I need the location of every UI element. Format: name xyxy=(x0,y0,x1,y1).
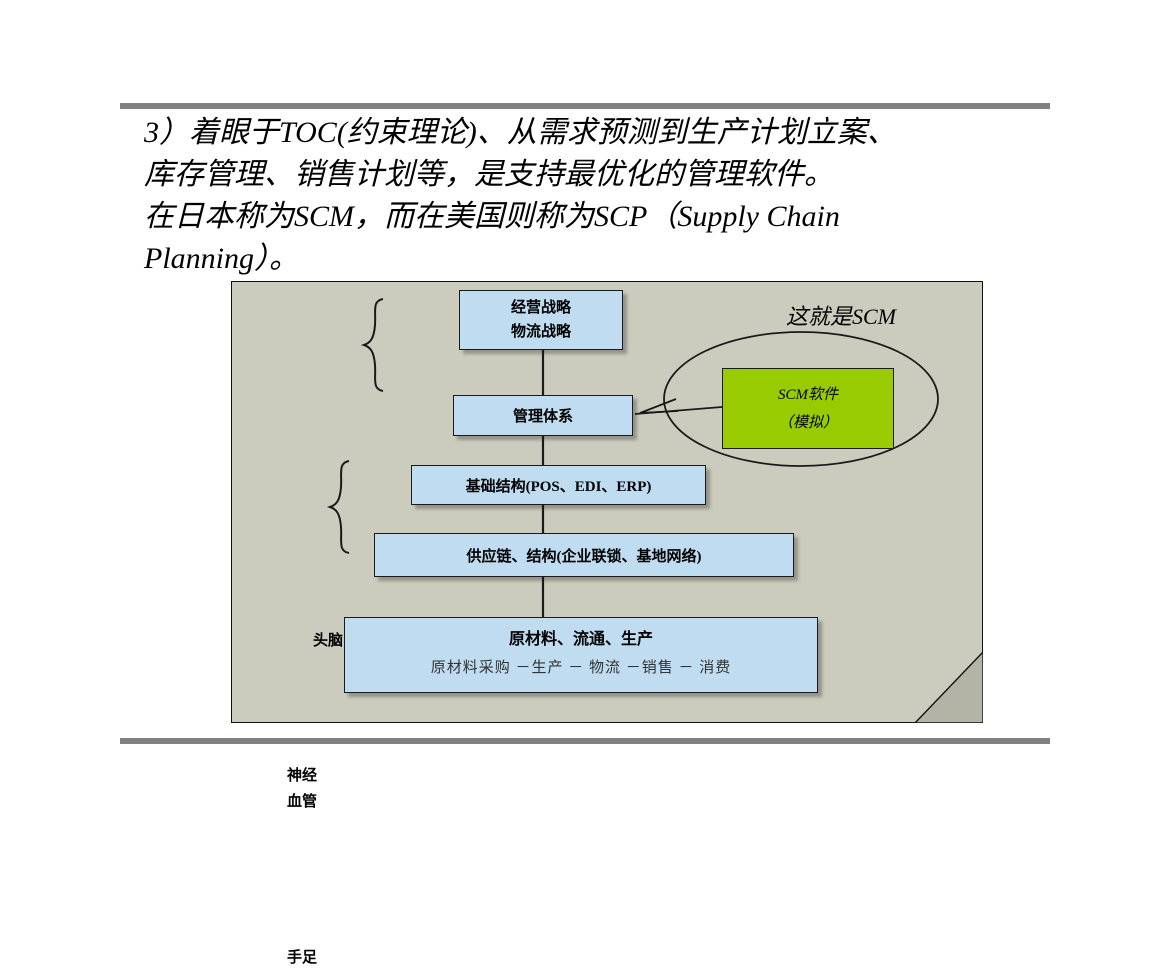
section-label-brain: 头脑 xyxy=(312,633,343,649)
box-infrastructure-label: 基础结构(POS、EDI、ERP) xyxy=(465,478,652,495)
box-raw-materials: 原材料、流通、生产 原材料采购 －生产 － 物流 －销售 － 消费 xyxy=(344,617,818,693)
box-strategy: 经营战略 物流战略 xyxy=(459,290,623,350)
scm-diagram-panel: 头脑 神经 血管 手足 这就是SCM 经营战略 物流战略 管理体系 基础结构(P… xyxy=(231,281,983,966)
box-scm-software-subtitle: （模拟） xyxy=(777,414,838,431)
box-supply-chain-label: 供应链、结构(企业联锁、基地网络) xyxy=(466,548,702,565)
page-title: 3）着眼于TOC(约束理论)、从需求预测到生产计划立案、 库存管理、销售计划等，… xyxy=(144,116,897,275)
section-label-limb: 手足 xyxy=(286,950,317,966)
box-management-system: 管理体系 xyxy=(453,395,633,436)
box-strategy-line2: 物流战略 xyxy=(510,324,571,340)
bottom-divider-rule xyxy=(120,738,1050,744)
box-management-label: 管理体系 xyxy=(512,409,573,425)
folded-corner-icon xyxy=(915,652,983,723)
section-label-nerve: 神经 血管 xyxy=(286,768,317,810)
box-scm-software: SCM软件 （模拟） xyxy=(722,368,894,449)
top-divider-rule xyxy=(120,103,1050,109)
box-supply-chain: 供应链、结构(企业联锁、基地网络) xyxy=(374,533,794,577)
box-infrastructure: 基础结构(POS、EDI、ERP) xyxy=(411,465,706,505)
box-raw-materials-title: 原材料、流通、生产 xyxy=(508,631,653,648)
box-scm-software-title: SCM软件 xyxy=(777,386,838,403)
callout-title: 这就是SCM xyxy=(785,304,896,329)
box-raw-materials-flow: 原材料采购 －生产 － 物流 －销售 － 消费 xyxy=(430,660,732,676)
box-strategy-line1: 经营战略 xyxy=(510,300,571,316)
